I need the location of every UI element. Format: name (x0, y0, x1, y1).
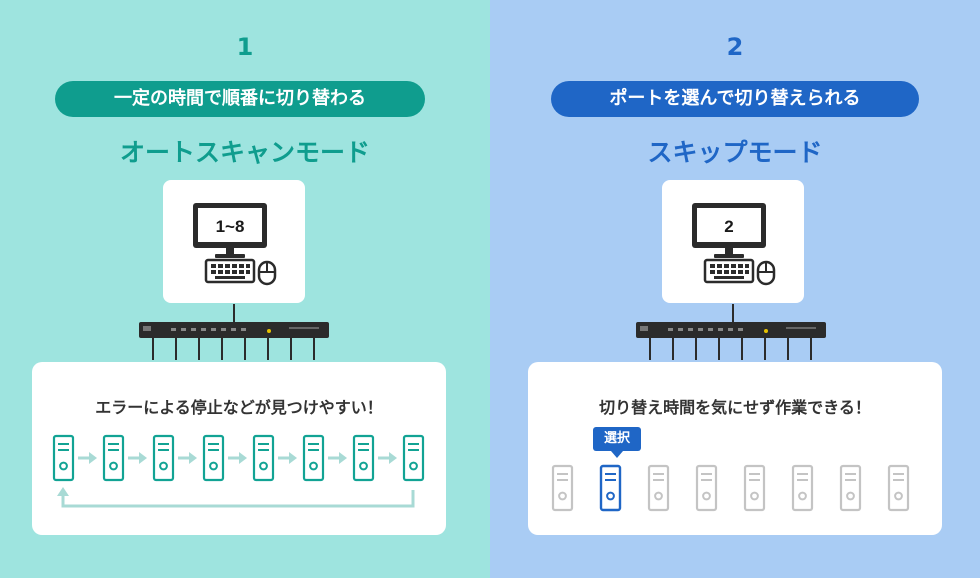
arrow-right-icon (126, 450, 149, 466)
mode-title: スキップモード (647, 138, 823, 167)
keyboard-icon (703, 258, 755, 284)
computer-tower-icon (647, 464, 670, 512)
badge-pointer (611, 451, 623, 458)
arrow-right-icon (376, 450, 399, 466)
keyboard-icon (204, 258, 256, 284)
feature-pill: ポートを選んで切り替えられる (551, 81, 919, 117)
kvm-switch-icon (636, 322, 826, 338)
loop-arrow-icon (57, 487, 415, 508)
computer-tower-icon (402, 434, 425, 482)
computer-tower-icon (252, 434, 275, 482)
computer-tower-icon (202, 434, 225, 482)
monitor-text: 2 (724, 217, 733, 236)
monitor-icon (692, 203, 766, 258)
computer-tower-icon (743, 464, 766, 512)
computer-tower-icon (352, 434, 375, 482)
auto-scan-sequence (52, 434, 425, 508)
skip-mode-panel: 2 ポートを選んで切り替えられる スキップモード 2 (490, 0, 980, 578)
computer-tower-icon (791, 464, 814, 512)
computer-tower-icon (887, 464, 910, 512)
computer-tower-icon (551, 464, 574, 512)
mouse-icon (756, 260, 776, 286)
step-number: 1 (236, 33, 254, 61)
auto-scan-panel: 1 一定の時間で順番に切り替わる オートスキャンモード 1~8 (0, 0, 490, 578)
step-number: 2 (726, 33, 744, 61)
kvm-switch-icon (139, 322, 329, 338)
console-box: 2 (662, 180, 804, 303)
console-illustration: 1~8 (193, 203, 277, 286)
mode-title: オートスキャンモード (119, 138, 370, 167)
benefit-card: エラーによる停止などが見つけやすい！ (32, 362, 446, 535)
cables (649, 304, 812, 360)
computer-tower-icon (302, 434, 325, 482)
arrow-right-icon (226, 450, 249, 466)
mouse-icon (257, 260, 277, 286)
computer-tower-icon (52, 434, 75, 482)
selected-badge: 選択 (593, 427, 641, 451)
computer-tower-icon (152, 434, 175, 482)
arrow-right-icon (276, 450, 299, 466)
computer-tower-icon (839, 464, 862, 512)
console-illustration: 2 (692, 203, 776, 286)
feature-pill: 一定の時間で順番に切り替わる (55, 81, 425, 117)
computer-tower-icon (102, 434, 125, 482)
console-box: 1~8 (163, 180, 305, 303)
arrow-right-icon (326, 450, 349, 466)
arrow-right-icon (176, 450, 199, 466)
arrow-right-icon (76, 450, 99, 466)
benefit-text: 切り替え時間を気にせず作業できる！ (599, 398, 871, 417)
cables (152, 304, 315, 360)
skip-sequence (551, 464, 910, 512)
benefit-card: 切り替え時間を気にせず作業できる！ 選択 (528, 362, 942, 535)
monitor-icon (193, 203, 267, 258)
benefit-text: エラーによる停止などが見つけやすい！ (95, 398, 383, 417)
monitor-text: 1~8 (216, 217, 245, 236)
computer-tower-icon (599, 464, 622, 512)
computer-tower-icon (695, 464, 718, 512)
